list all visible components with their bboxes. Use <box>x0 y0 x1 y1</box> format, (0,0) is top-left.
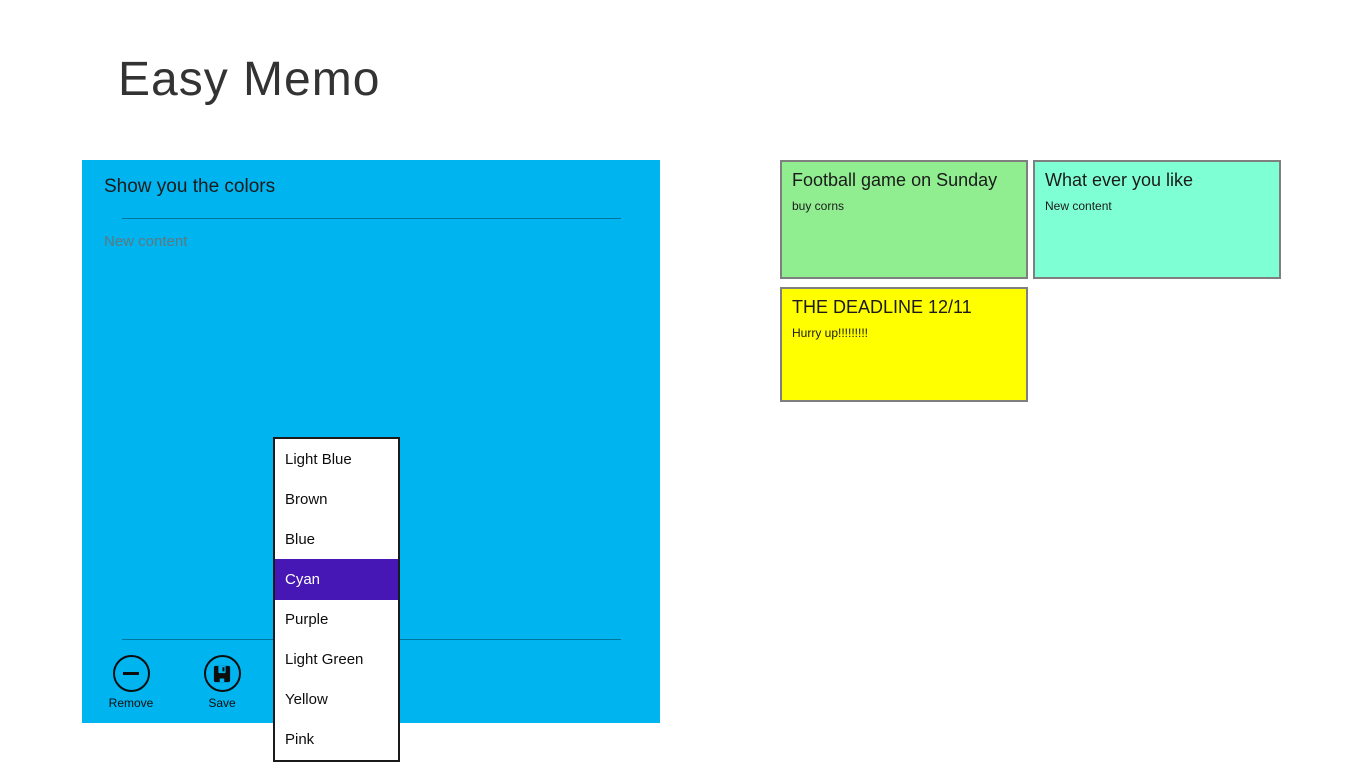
dropdown-option-purple[interactable]: Purple <box>285 611 329 629</box>
save-button-label: Save <box>208 696 236 710</box>
dropdown-option-blue[interactable]: Blue <box>285 530 316 548</box>
title-divider <box>122 218 621 219</box>
dropdown-option-pink[interactable]: Pink <box>285 731 315 749</box>
page-title: Easy Memo <box>118 53 381 106</box>
memo-content-input[interactable]: New content <box>104 233 188 250</box>
floppy-save-icon <box>203 655 241 692</box>
memo-tile-content: buy corns <box>792 199 845 213</box>
save-button[interactable]: Save <box>182 655 262 710</box>
dropdown-option-cyan-selected[interactable]: Cyan <box>275 559 398 600</box>
remove-button[interactable]: Remove <box>91 655 171 710</box>
color-dropdown-list[interactable]: Light Blue Brown Blue Cyan Purple Light … <box>273 437 400 762</box>
memo-tile-football[interactable]: Football game on Sunday buy corns <box>780 160 1028 279</box>
memo-tile-content: New content <box>1045 199 1112 213</box>
dropdown-option-light-blue[interactable]: Light Blue <box>285 450 352 468</box>
memo-tile-whatever[interactable]: What ever you like New content <box>1033 160 1281 279</box>
dropdown-option-light-green[interactable]: Light Green <box>285 651 364 669</box>
memo-tile-title: THE DEADLINE 12/11 <box>792 297 972 317</box>
memo-tile-title: What ever you like <box>1045 170 1194 190</box>
minus-icon <box>112 655 150 692</box>
memo-title-input[interactable]: Show you the colors <box>104 176 276 197</box>
memo-tile-title: Football game on Sunday <box>792 170 998 190</box>
memo-tile-deadline[interactable]: THE DEADLINE 12/11 Hurry up!!!!!!!!! <box>780 287 1028 402</box>
dropdown-option-yellow[interactable]: Yellow <box>285 691 328 709</box>
dropdown-option-brown[interactable]: Brown <box>285 490 328 508</box>
remove-button-label: Remove <box>108 696 154 710</box>
memo-tile-content: Hurry up!!!!!!!!! <box>792 326 869 340</box>
